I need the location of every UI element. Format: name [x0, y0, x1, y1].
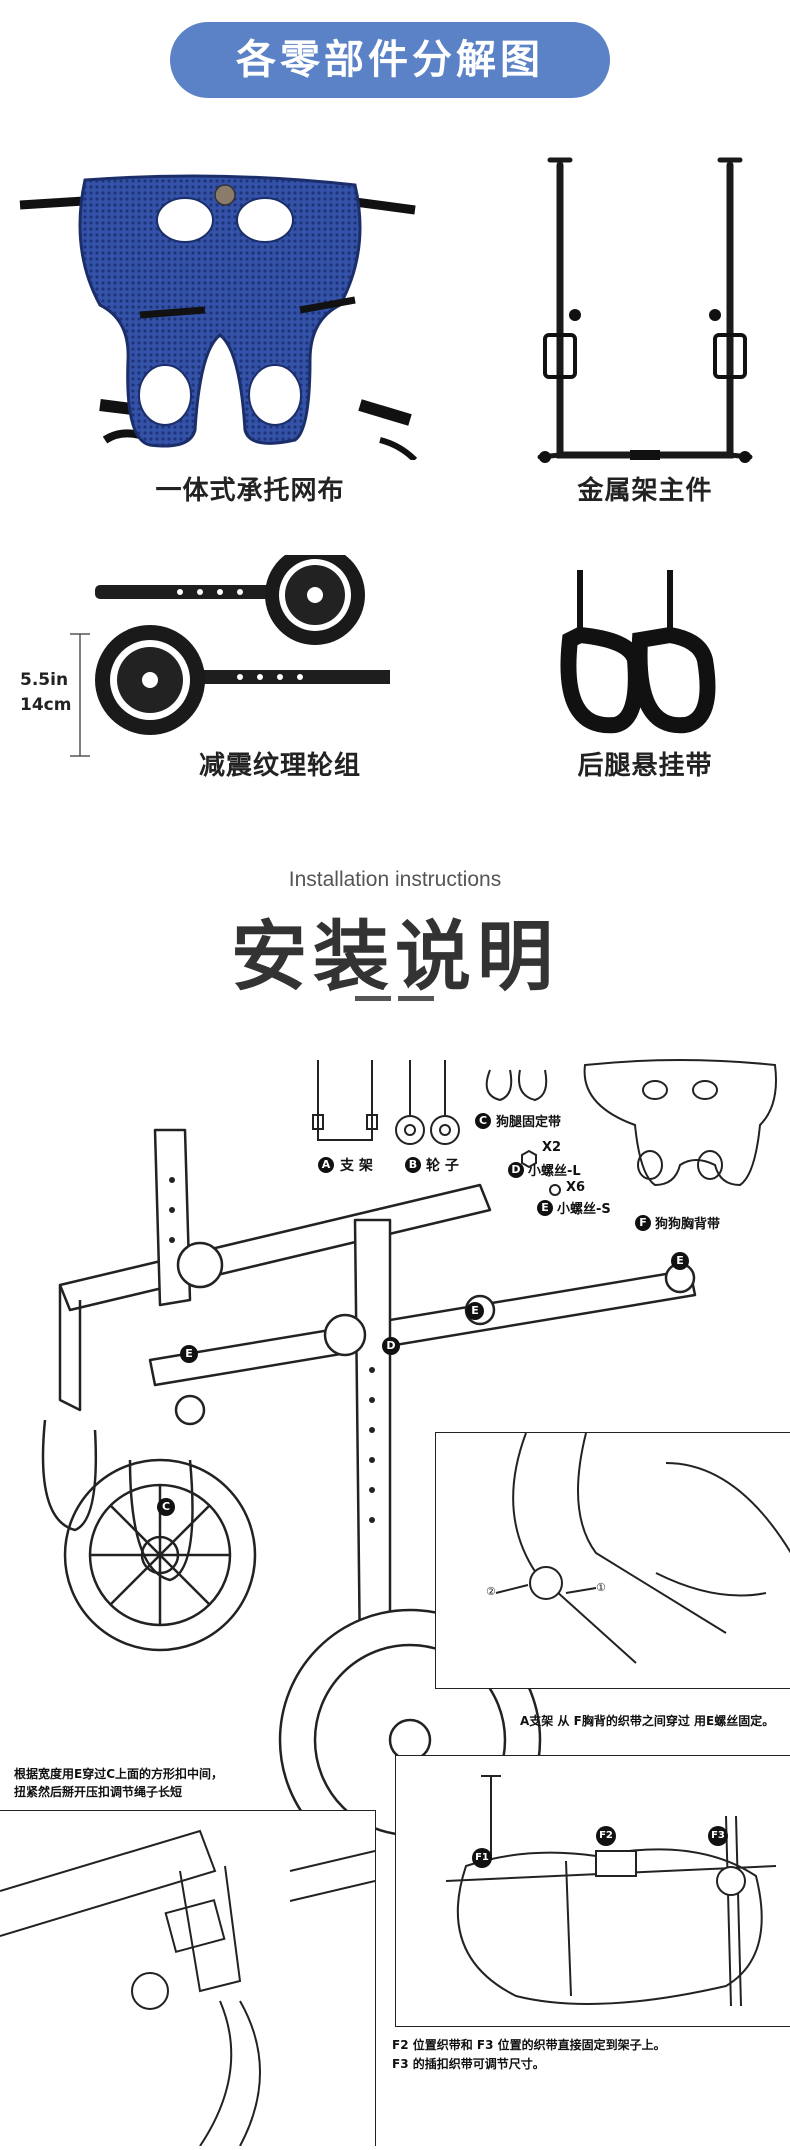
- pin-f1: F1: [472, 1848, 492, 1868]
- note-harness-line2: F3 的插扣织带可调节尺寸。: [392, 2057, 545, 2071]
- wheel-set-image: [95, 555, 390, 735]
- pin-d: D: [382, 1337, 400, 1355]
- detail-buckle-drawing: [0, 1829, 376, 2147]
- detail-buckle: [0, 1810, 376, 2147]
- note-frame-attach: A支架 从 F胸背的织带之间穿过 用E螺丝固定。: [520, 1714, 775, 1728]
- legend-d-label: 小螺丝-L: [528, 1164, 581, 1179]
- caption-wheels: 减震纹理轮组: [198, 751, 361, 781]
- legend-b-marker: B: [405, 1157, 421, 1173]
- legend-a-marker: A: [318, 1157, 334, 1173]
- mesh-harness-image: [19, 174, 418, 460]
- legend-parts-drawing: [312, 1059, 777, 1196]
- arrow-1-label: ①: [596, 1581, 606, 1594]
- legend-f-marker: F: [635, 1215, 651, 1231]
- legend-e-marker: E: [537, 1200, 553, 1216]
- note-buckle-line1: 根据宽度用E穿过C上面的方形扣中间，: [14, 1767, 224, 1781]
- detail-harness: F1 F2 F3: [395, 1755, 790, 2027]
- title-divider-right: [398, 996, 434, 1001]
- note-buckle-line2: 扭紧然后掰开压扣调节绳子长短: [14, 1785, 183, 1799]
- pin-e-1: E: [671, 1252, 689, 1270]
- section-title-parts: 各零部件分解图: [170, 22, 610, 98]
- note-harness-line1: F2 位置织带和 F3 位置的织带直接固定到架子上。: [392, 2038, 666, 2052]
- install-subtitle: Installation instructions: [288, 868, 502, 891]
- caption-mesh: 一体式承托网布: [155, 476, 345, 506]
- pin-e-3: E: [180, 1345, 198, 1363]
- arrow-2-label: ②: [486, 1585, 496, 1598]
- pin-f2: F2: [596, 1826, 616, 1846]
- pin-f3: F3: [708, 1826, 728, 1846]
- title-divider-left: [355, 996, 391, 1001]
- dimension-cm: 14cm: [20, 695, 72, 715]
- caption-straps: 后腿悬挂带: [577, 751, 713, 781]
- detail-frame-attach-drawing: [495, 1432, 790, 1664]
- legend-d-qty: X2: [542, 1140, 562, 1155]
- legend-c-marker: C: [475, 1113, 491, 1129]
- legend-e-qty: X6: [566, 1180, 586, 1195]
- legend-b-label: 轮 子: [426, 1158, 459, 1174]
- caption-frame: 金属架主件: [577, 476, 713, 506]
- dimension-line: [70, 633, 90, 757]
- metal-frame-image: [537, 157, 753, 463]
- hind-leg-strap-image: [560, 570, 716, 734]
- detail-frame-attach: ② ①: [435, 1432, 790, 1689]
- dimension-in: 5.5in: [20, 670, 69, 690]
- legend-e-label: 小螺丝-S: [557, 1202, 611, 1217]
- legend-c-label: 狗腿固定带: [496, 1115, 562, 1130]
- pin-e-2: E: [466, 1302, 484, 1320]
- legend-f-label: 狗狗胸背带: [655, 1217, 721, 1232]
- legend-a-label: 支 架: [340, 1158, 373, 1174]
- install-title: 安装说明: [231, 912, 559, 1001]
- legend-d-marker: D: [508, 1162, 524, 1178]
- pin-c: C: [157, 1498, 175, 1516]
- detail-harness-drawing: [445, 1775, 777, 2007]
